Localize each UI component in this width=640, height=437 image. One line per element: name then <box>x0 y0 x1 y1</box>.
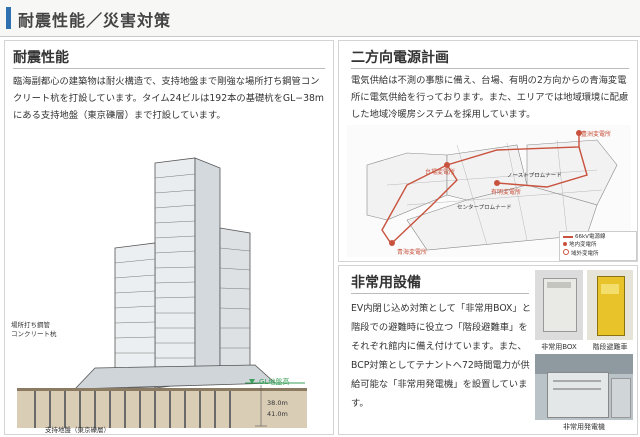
depth-label-1: 38.0m <box>267 399 288 407</box>
station-aomi-icon <box>389 240 395 246</box>
map-label-daiba: 台場変電所 <box>425 169 456 176</box>
generator-photo <box>535 354 633 420</box>
map-label-toyosu: 豊洲変電所 <box>581 131 612 138</box>
stair-caption: 階段避難車 <box>592 343 628 351</box>
legend-item1: 地内変電所 <box>563 241 633 249</box>
map-label-center: センタープロムナード <box>457 205 512 211</box>
station-ariake-icon <box>494 180 500 186</box>
legend-item2: 域外変電所 <box>563 249 633 258</box>
page-title: 耐震性能／災害対策 <box>18 11 172 30</box>
ground-layer <box>17 388 307 428</box>
stair-chair-photo <box>587 270 633 340</box>
power-title: 二方向電源計画 <box>351 50 449 66</box>
page-header: 耐震性能／災害対策 <box>0 0 640 37</box>
legend-line: 66kV電源線 <box>563 233 633 241</box>
emergency-title: 非常用設備 <box>351 275 421 291</box>
power-body: 電気供給は不測の事態に備え、台場、有明の2方向からの青海変電所に電気供給を行って… <box>351 75 629 120</box>
gl-marker-icon <box>249 379 255 384</box>
box-caption: 非常用BOX <box>541 343 577 351</box>
station-toyosu-icon <box>576 130 582 136</box>
map-label-aomi: 青海変電所 <box>397 249 428 256</box>
depth-label-2: 41.0m <box>267 410 288 418</box>
map-label-ariake: 有明変電所 <box>491 189 522 196</box>
header-accent-bar <box>6 7 11 29</box>
emergency-rule <box>351 293 529 294</box>
emergency-body: EV内閉じ込め対策として「非常用BOX」と階段での避難時に役立つ「階段避難車」を… <box>351 303 532 409</box>
pile-group <box>34 391 231 428</box>
seismic-title: 耐震性能 <box>13 50 69 66</box>
foundation-diagram <box>17 157 307 428</box>
emergency-box-photo <box>535 270 583 340</box>
seismic-rule <box>13 68 325 69</box>
map-label-east: ノーストプロムナード <box>507 173 562 179</box>
map-legend: 66kV電源線 地内変電所 域外変電所 <box>559 231 637 261</box>
emergency-panel: 非常用設備 EV内閉じ込め対策として「非常用BOX」と階段での避難時に役立つ「階… <box>338 265 638 435</box>
power-panel: 二方向電源計画 電気供給は不測の事態に備え、台場、有明の2方向からの青海変電所に… <box>338 40 638 262</box>
building-illustration <box>74 157 277 390</box>
seismic-body: 臨海副都心の建築物は耐火構造で、支持地盤まで剛強な場所打ち鋼管コンクリート杭を打… <box>13 76 324 121</box>
station-daiba-icon <box>444 162 450 168</box>
power-rule <box>351 68 629 69</box>
generator-caption: 非常用発電機 <box>563 423 605 431</box>
pile-label: 場所打ち鋼管 コンクリート杭 <box>11 321 57 338</box>
seismic-panel: 耐震性能 臨海副都心の建築物は耐火構造で、支持地盤まで剛強な場所打ち鋼管コンクリ… <box>4 40 334 435</box>
stratum-label: 支持地盤（東京礫層） <box>45 426 110 434</box>
gl-label: GL地盤高 <box>259 378 290 386</box>
